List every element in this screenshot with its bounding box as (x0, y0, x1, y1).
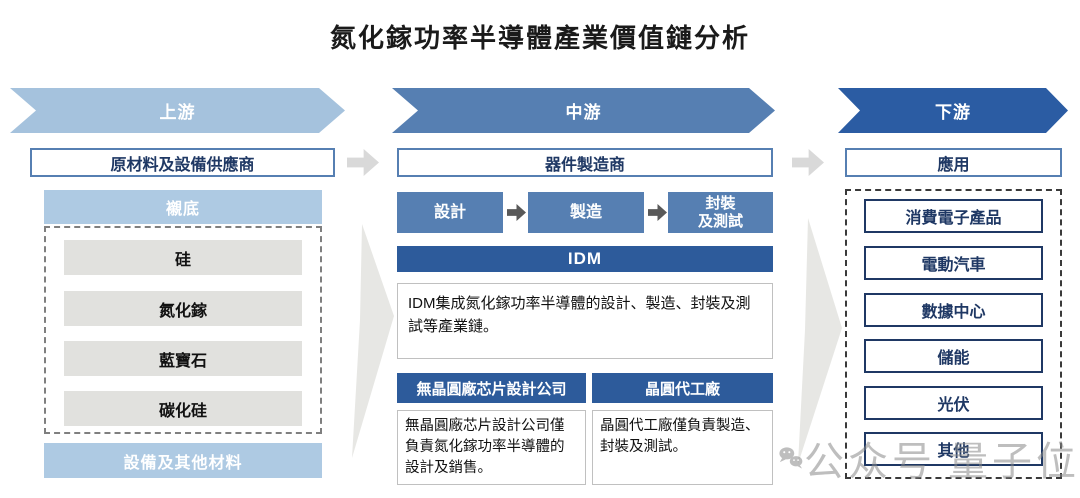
process-step-design: 設計 (397, 192, 503, 233)
banner-midstream: 中游 (392, 88, 775, 133)
arrow-right-icon (648, 204, 667, 221)
material-sapphire: 藍寶石 (64, 341, 302, 376)
header-wafer-foundry: 晶圓代工廠 (592, 373, 773, 403)
application-data-centers: 數據中心 (864, 293, 1043, 327)
material-silicon-carbide: 碳化硅 (64, 391, 302, 426)
flow-arrow-icon (347, 149, 379, 176)
process-step-manufacture: 製造 (528, 192, 644, 233)
header-fabless-company: 無晶圓廠芯片設計公司 (397, 373, 586, 403)
material-gan: 氮化鎵 (64, 291, 302, 326)
banner-downstream: 下游 (838, 88, 1068, 133)
watermark-text-account: 公众号 (803, 440, 936, 484)
substrate-materials-group: 硅 氮化鎵 藍寶石 碳化硅 (44, 226, 322, 434)
label-device-manufacturer: 器件製造商 (397, 148, 773, 177)
footer-equipment-materials: 設備及其他材料 (44, 443, 322, 478)
application-photovoltaics: 光伏 (864, 386, 1043, 420)
big-chevron-icon (352, 224, 394, 458)
watermark: 公众号 量子位 (778, 428, 1080, 488)
material-silicon: 硅 (64, 240, 302, 275)
header-substrate: 襯底 (44, 190, 322, 224)
application-energy-storage: 儲能 (864, 339, 1043, 373)
process-step-package-test: 封裝 及測試 (668, 192, 773, 233)
label-raw-material-supplier: 原材料及設備供應商 (30, 148, 335, 177)
application-consumer-electronics: 消費電子產品 (864, 199, 1043, 233)
flow-arrow-icon (792, 149, 824, 176)
application-electric-vehicles: 電動汽車 (864, 246, 1043, 280)
banner-upstream: 上游 (10, 88, 345, 133)
label-application: 應用 (845, 148, 1062, 177)
arrow-right-icon (507, 204, 526, 221)
page-title: 氮化鎵功率半導體產業價值鏈分析 (329, 22, 750, 53)
applications-group: 消費電子產品 電動汽車 數據中心 儲能 光伏 其他 (845, 189, 1062, 479)
idm-description: IDM集成氮化鎵功率半導體的設計、製造、封裝及測試等產業鏈。 (397, 283, 773, 359)
idm-bar: IDM (397, 246, 773, 272)
wechat-icon (779, 447, 803, 469)
foundry-description: 晶圓代工廠僅負責製造、封裝及測試。 (592, 410, 773, 485)
application-others: 其他 (864, 432, 1043, 466)
watermark-text-brand: 量子位 (948, 440, 1080, 484)
fabless-description: 無晶圓廠芯片設計公司僅負責氮化鎵功率半導體的設計及銷售。 (397, 410, 586, 485)
